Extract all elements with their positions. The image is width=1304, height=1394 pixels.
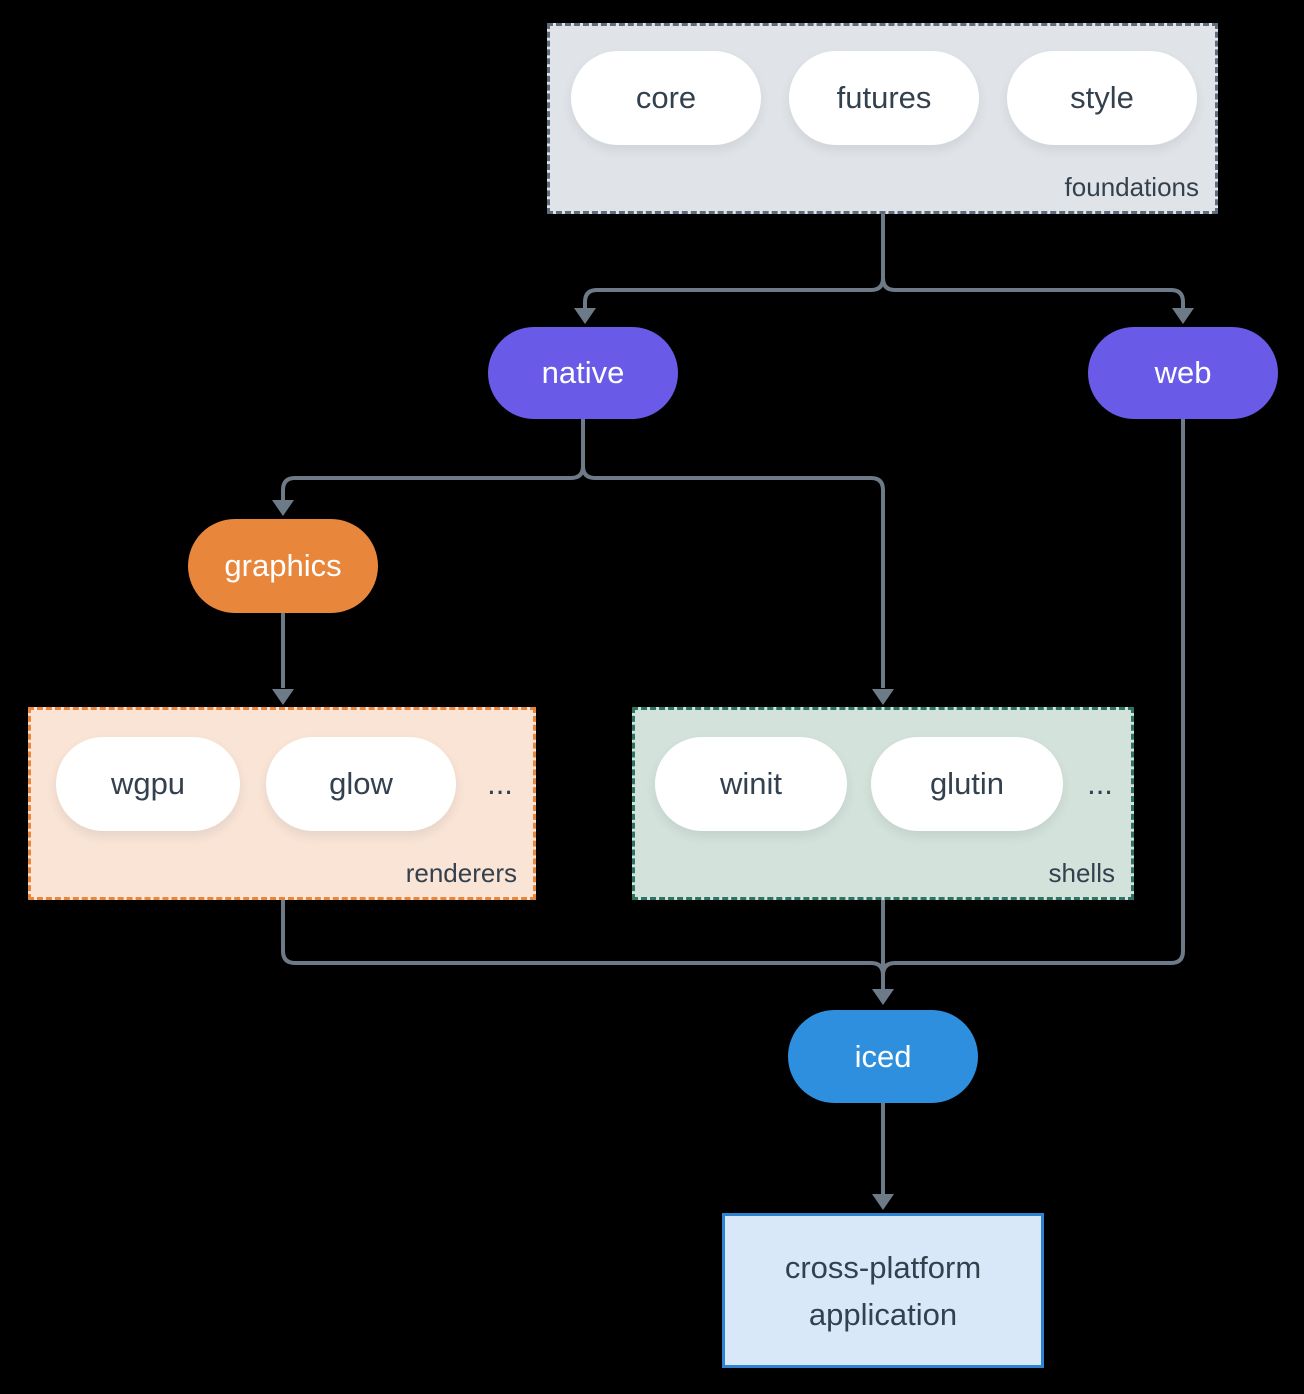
node-native: native: [488, 327, 678, 419]
foundations-group: core futures style foundations: [547, 23, 1218, 214]
shells-label: shells: [1048, 858, 1115, 888]
node-graphics: graphics: [188, 519, 378, 613]
node-wgpu: wgpu: [56, 737, 240, 831]
node-style: style: [1007, 51, 1197, 145]
arrowhead-application: [872, 1194, 894, 1210]
edge-native-to-shells: [581, 465, 885, 688]
node-winit: winit: [655, 737, 847, 831]
edge-foundations-to-web: [881, 277, 1185, 309]
application-label-line2: application: [808, 1296, 958, 1332]
node-cross-platform-application: cross-platform application: [722, 1213, 1044, 1368]
renderers-ellipsis: ...: [487, 766, 513, 801]
edge-renderers-to-merge: [281, 900, 885, 976]
arrowhead-shells: [872, 689, 894, 705]
shells-group: winit glutin ... shells: [632, 707, 1134, 900]
edge-foundations-to-native: [583, 214, 885, 309]
node-web: web: [1088, 327, 1278, 419]
node-futures: futures: [789, 51, 979, 145]
arrowhead-web: [1172, 308, 1194, 324]
application-label-line1: cross-platform: [784, 1249, 982, 1285]
shells-ellipsis: ...: [1087, 766, 1113, 801]
foundations-label: foundations: [1064, 172, 1199, 202]
arrowhead-graphics: [272, 500, 294, 516]
node-glow: glow: [266, 737, 456, 831]
arrowhead-iced: [872, 989, 894, 1005]
node-glutin: glutin: [871, 737, 1063, 831]
renderers-group: wgpu glow ... renderers: [28, 707, 536, 900]
renderers-label: renderers: [405, 858, 517, 888]
edge-native-to-graphics: [281, 419, 585, 500]
arrowhead-renderers: [272, 689, 294, 705]
node-core: core: [571, 51, 761, 145]
arrowhead-native: [574, 308, 596, 324]
node-iced: iced: [788, 1010, 978, 1103]
